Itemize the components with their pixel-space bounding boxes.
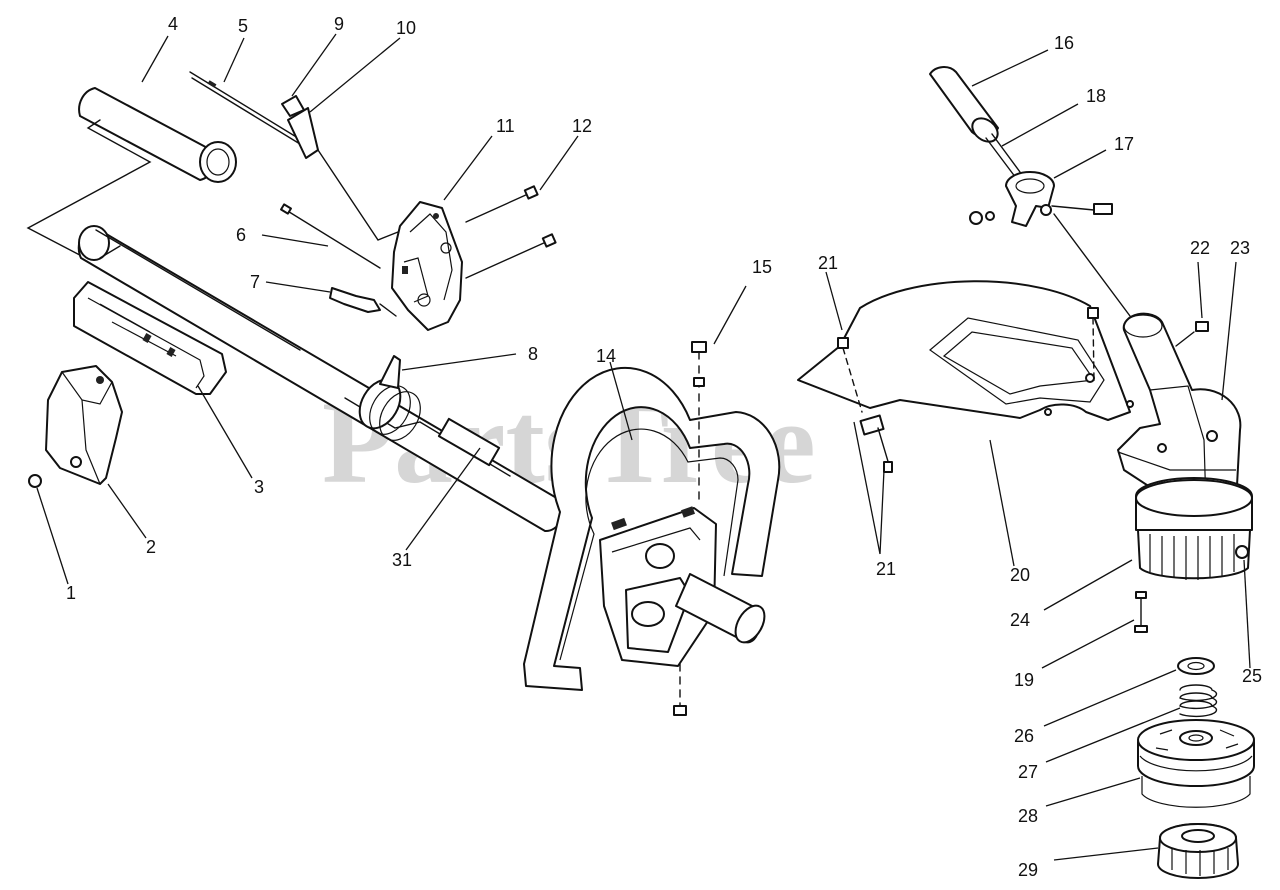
callout-6: 6 [236,225,246,245]
part-3-handle-grip [73,281,227,395]
part-26-washer [1177,657,1215,675]
callout-22: 22 [1190,238,1210,258]
callout-18: 18 [1086,86,1106,106]
leader-lines [36,33,1251,861]
part-19-bolt [1134,591,1148,633]
part-11-coupler-housing [391,201,463,331]
callout-23: 23 [1230,238,1250,258]
callout-16: 16 [1054,33,1074,53]
callout-15: 15 [752,257,772,277]
callout-29: 29 [1018,860,1038,880]
part-12-screws [465,185,557,279]
callout-5: 5 [238,16,248,36]
callout-31: 31 [392,550,412,570]
callout-8: 8 [528,344,538,364]
callout-14: 14 [596,346,616,366]
callout-4: 4 [168,14,178,34]
part-5-pin [189,71,301,145]
part-17-bracket [969,171,1131,317]
callout-10: 10 [396,18,416,38]
callout-21-bottom: 21 [876,559,896,579]
callout-28: 28 [1018,806,1038,826]
callout-numbers: 4 5 9 10 11 12 6 7 8 3 2 1 31 14 15 16 1… [66,14,1262,880]
callout-27: 27 [1018,762,1038,782]
callout-9: 9 [334,14,344,34]
part-6-long-pin [280,203,381,269]
part-8-collar [358,355,421,441]
callout-26: 26 [1014,726,1034,746]
part-18-pin [985,133,1021,179]
part-29-cap [1157,823,1239,879]
part-24-spool-housing [1135,477,1253,580]
callout-17: 17 [1114,134,1134,154]
part-28-spool [1137,719,1255,808]
callout-3: 3 [254,477,264,497]
part-15-bolt [673,341,707,716]
callout-7: 7 [250,272,260,292]
callout-12: 12 [572,116,592,136]
part-10-wedge [287,107,399,241]
callout-20: 20 [1010,565,1030,585]
part-20-guard [797,280,1134,421]
callout-11: 11 [496,116,515,136]
part-14-loop-handle [523,366,781,691]
part-27-spring [1179,684,1218,718]
callout-19: 19 [1014,670,1034,690]
part-16-handle [929,66,999,143]
part-21-screws [837,307,1099,473]
callout-24: 24 [1010,610,1030,630]
part-2-end-cap [45,365,123,485]
part-25-knob [1235,545,1249,559]
callout-21-top: 21 [818,253,838,273]
part-7-clip [329,287,397,317]
callout-25: 25 [1242,666,1262,686]
part-1-nut [28,474,42,488]
callout-1: 1 [66,583,76,603]
part-22-screw [1175,321,1209,347]
callout-2: 2 [146,537,156,557]
